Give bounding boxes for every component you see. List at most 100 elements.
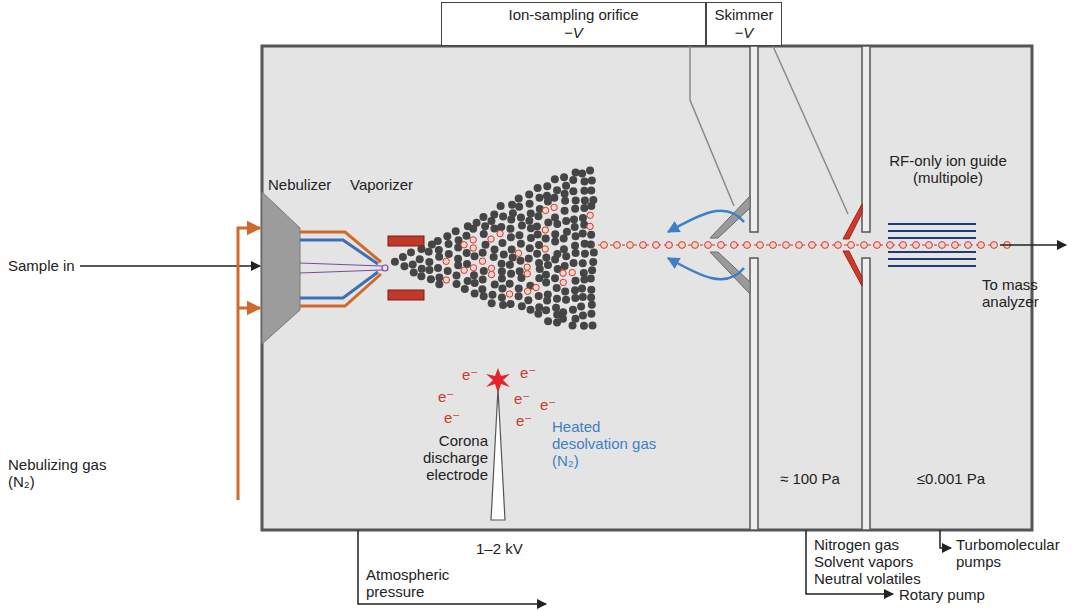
desolvation-gas-arrow (668, 258, 744, 279)
exhaust-line (358, 530, 546, 604)
droplet-dot (587, 286, 595, 294)
droplet-dot (527, 306, 535, 314)
ion-dot (627, 242, 634, 249)
droplet-dot (571, 242, 579, 250)
droplet-dot (560, 173, 568, 181)
droplet-dot (400, 262, 408, 270)
droplet-dot (569, 306, 577, 314)
sample-arrow (80, 265, 260, 267)
voltage-label: −V (713, 24, 775, 42)
droplet-dot (508, 246, 516, 254)
vaporizer-heater (388, 290, 424, 300)
droplet-dot (461, 285, 469, 293)
exhaust-label: Solvent vapors (814, 553, 913, 570)
droplet-dot (542, 271, 550, 279)
droplet-dot (425, 248, 433, 256)
ion-dot (587, 212, 593, 218)
droplet-dot (559, 315, 567, 323)
gas-label: Nebulizing gas (N₂) (8, 456, 128, 490)
part-name: Skimmer (713, 6, 775, 24)
ion-dot (796, 242, 803, 249)
ion-dot (470, 245, 476, 251)
droplet-dot (570, 216, 578, 224)
droplet-dot (417, 245, 425, 253)
droplet-dot (506, 280, 514, 288)
nebulizer-tip (382, 265, 388, 271)
droplet-dot (562, 182, 570, 190)
electron-symbol: e⁻ (462, 366, 478, 383)
ion-dot (560, 279, 566, 285)
source-housing (262, 46, 1032, 530)
label-box: Ion-sampling orifice−V (441, 2, 706, 46)
droplet-dot (578, 170, 586, 178)
droplet-dot (562, 252, 570, 260)
ion-dot (861, 242, 868, 249)
corona-needle (491, 389, 505, 520)
ion-dot (443, 258, 449, 264)
chamber-wall (750, 46, 758, 232)
droplet-dot (498, 285, 506, 293)
droplet-dot (491, 246, 499, 254)
ion-dot (488, 236, 494, 242)
ion-dot (835, 242, 842, 249)
droplet-dot (577, 303, 585, 311)
droplet-dot (497, 202, 505, 210)
droplet-dot (489, 291, 497, 299)
droplet-dot (444, 267, 452, 275)
droplet-dot (587, 202, 595, 210)
skimmer-cone (843, 251, 862, 286)
droplet-dot (480, 267, 488, 275)
droplet-dot (525, 254, 533, 262)
droplet-dot (571, 286, 579, 294)
ion-dot (679, 242, 686, 249)
droplet-dot (571, 205, 579, 213)
droplet-dot (482, 241, 490, 249)
droplet-dot (571, 223, 579, 231)
exhaust-label: Atmospheric pressure (366, 566, 486, 600)
ion-dot (952, 242, 959, 249)
droplet-dot (507, 270, 515, 278)
ion-dot (569, 269, 575, 275)
droplet-dot (471, 289, 479, 297)
droplet-dot (507, 233, 515, 241)
droplet-dot (516, 267, 524, 275)
droplet-dot (581, 250, 589, 258)
droplet-dot (445, 250, 453, 258)
ion-dot (506, 291, 512, 297)
ion-dot (757, 242, 764, 249)
droplet-dot (409, 261, 417, 269)
corona-spark (486, 368, 510, 393)
droplet-dot (443, 232, 451, 240)
droplet-dot (499, 213, 507, 221)
droplet-dot (478, 285, 486, 293)
ion-dot (783, 242, 790, 249)
droplet-dot (542, 234, 550, 242)
ion-dot (666, 242, 673, 249)
droplet-dot (544, 218, 552, 226)
nebulizing-gas-line (238, 307, 260, 310)
ion-dot (542, 246, 548, 252)
droplet-dot (587, 294, 595, 302)
droplet-dot (553, 295, 561, 303)
droplet-dot (469, 225, 477, 233)
leader-line (690, 44, 734, 206)
part-name: Vaporizer (350, 176, 413, 193)
droplet-dot (579, 230, 587, 238)
droplet-dot (479, 249, 487, 257)
droplet-dot (534, 184, 542, 192)
droplet-dot (551, 230, 559, 238)
electron-symbol: e⁻ (514, 390, 530, 407)
droplet-dot (490, 253, 498, 261)
droplet-dot (470, 271, 478, 279)
droplet-dot (580, 322, 588, 330)
outlet-label: To mass analyzer (982, 276, 1072, 310)
droplet-dot (515, 203, 523, 211)
droplet-dot (452, 272, 460, 280)
droplet-dot (552, 304, 560, 312)
droplet-dot (480, 292, 488, 300)
ion-dot (887, 242, 894, 249)
pump-label: Turbomolecular pumps (956, 536, 1070, 570)
droplet-dot (572, 197, 580, 205)
droplet-dot (515, 285, 523, 293)
